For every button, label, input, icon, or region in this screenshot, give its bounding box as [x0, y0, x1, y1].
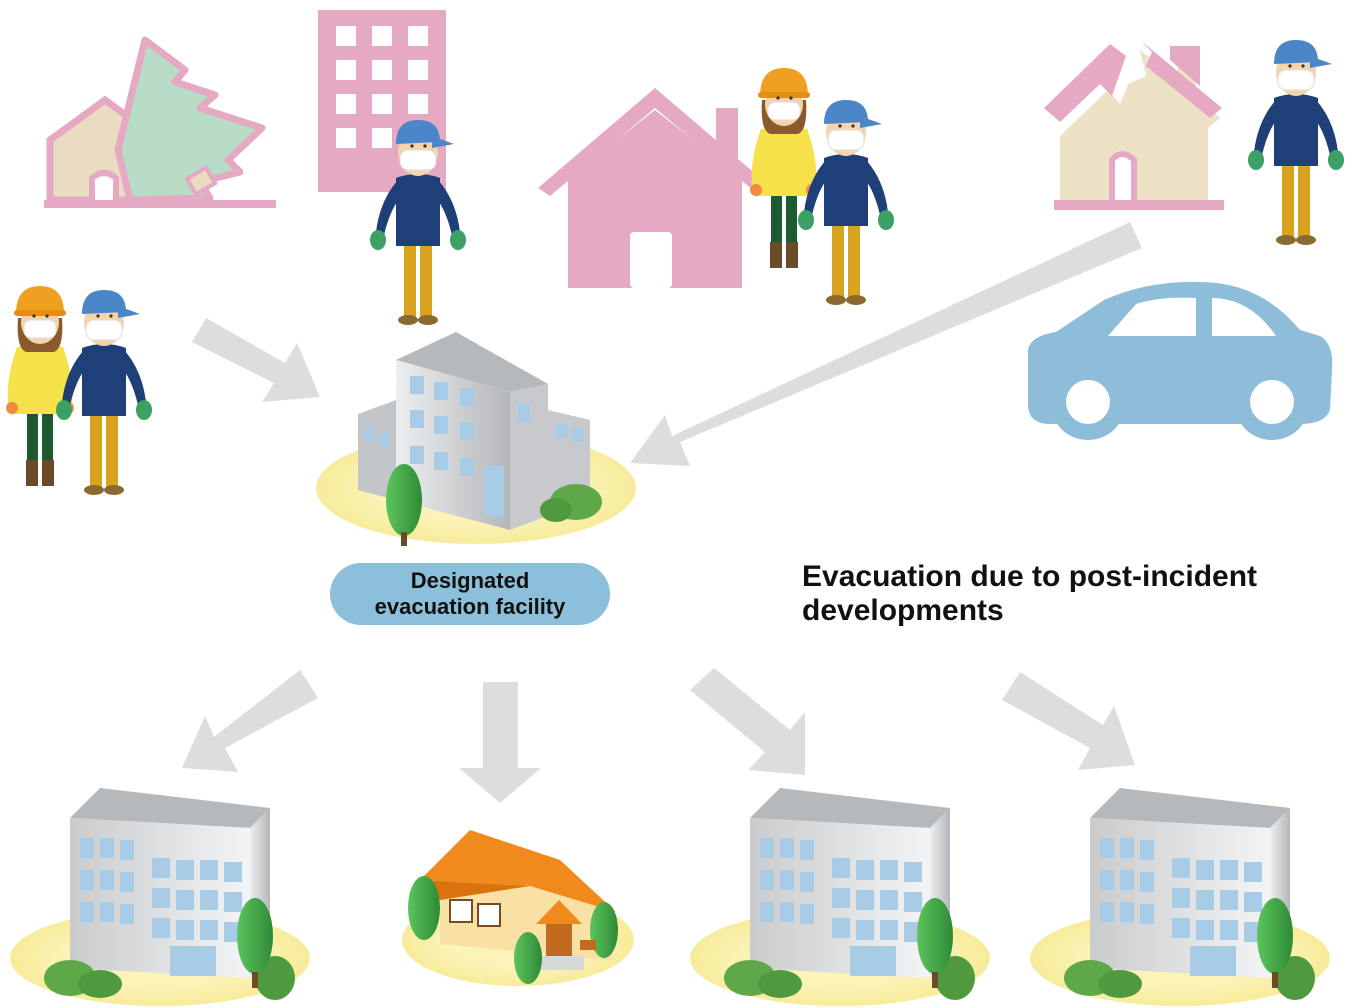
- facility-label-line2: evacuation facility: [374, 594, 566, 619]
- fallen-tree-house-icon: [44, 36, 276, 208]
- office-building-icon: [690, 788, 990, 1006]
- damaged-house-icon: [1044, 40, 1224, 210]
- office-building-icon: [10, 788, 310, 1006]
- arrow-icon: [1002, 672, 1135, 770]
- heading-line1: Evacuation due to post-incident: [802, 560, 1258, 593]
- car-icon: [1028, 281, 1333, 440]
- facility-label: Designated evacuation facility: [330, 563, 610, 625]
- heading-line2: developments: [802, 594, 1004, 627]
- arrow-icon: [690, 668, 805, 775]
- arrow-icon: [182, 670, 318, 772]
- house-icon: [538, 88, 772, 288]
- person-icon: [749, 67, 819, 269]
- diagram-heading: Evacuation due to post-incident developm…: [802, 560, 1358, 628]
- arrow-icon: [192, 318, 320, 402]
- person-icon: [797, 99, 895, 306]
- office-building-icon: [1030, 788, 1330, 1006]
- arrow-icons: [182, 222, 1142, 803]
- person-icon: [5, 285, 75, 487]
- person-icon: [55, 289, 153, 496]
- house-icon: [402, 830, 634, 986]
- person-icon: [1247, 39, 1345, 246]
- arrow-icon: [459, 682, 541, 803]
- designated-facility-building-icon: [316, 332, 636, 546]
- facility-label-line1: Designated: [410, 568, 530, 593]
- arrow-icon: [630, 222, 1142, 466]
